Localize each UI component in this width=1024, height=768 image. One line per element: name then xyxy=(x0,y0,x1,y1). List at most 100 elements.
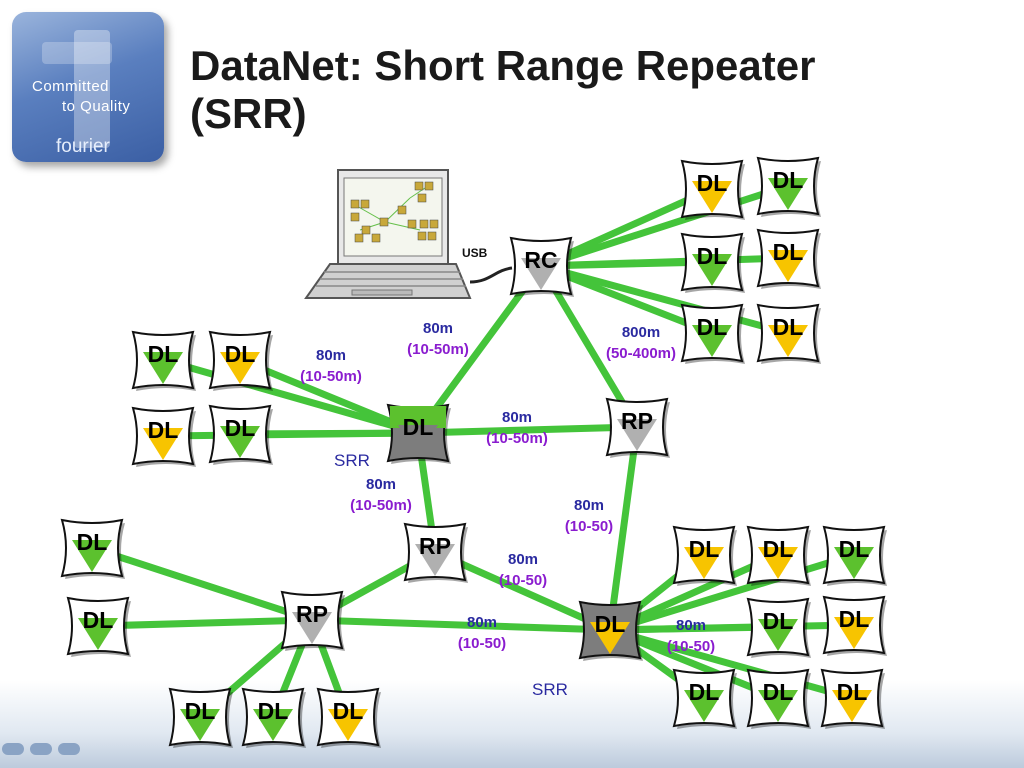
node-rp_right[interactable]: RP xyxy=(605,397,670,458)
title-line-1: DataNet: Short Range Repeater xyxy=(190,42,816,89)
range-text: (10-50) xyxy=(499,572,547,589)
node-dl_bb3[interactable]: DL xyxy=(316,687,381,748)
distance-text: 80m xyxy=(366,476,396,493)
node-triangle xyxy=(521,258,561,290)
node-triangle xyxy=(78,618,118,650)
node-label: DL xyxy=(225,415,256,441)
node-label: DL xyxy=(763,536,794,562)
node-dl_br1a[interactable]: DL xyxy=(672,525,737,586)
node-dl_r2a[interactable]: DL xyxy=(680,232,745,293)
range-label-lbl_hub_rp: 80m (10-50m) xyxy=(486,409,548,447)
node-triangle xyxy=(768,178,808,210)
distance-text: 80m xyxy=(502,409,532,426)
node-triangle xyxy=(328,709,368,741)
node-dl_br1c[interactable]: DL xyxy=(822,525,887,586)
node-band xyxy=(390,406,446,428)
node-label: DL xyxy=(225,341,256,367)
company-logo: Committed to Quality fourier xyxy=(12,12,164,162)
link-dl_hub1-dl_l2b xyxy=(236,429,422,438)
srr-label-srr1: SRR xyxy=(334,451,370,470)
title-line-2: (SRR) xyxy=(190,90,307,137)
range-label-lbl_rc_rp: 800m(50-400m) xyxy=(606,324,676,362)
range-text: (50-400m) xyxy=(606,345,676,362)
node-dl_l2a[interactable]: DL xyxy=(131,406,196,467)
node-label: DL xyxy=(148,341,179,367)
link-dl_hub1-rp_right xyxy=(414,423,641,437)
usb-cable xyxy=(469,266,513,284)
node-label: DL xyxy=(148,417,179,443)
node-dl_br3a[interactable]: DL xyxy=(672,668,737,729)
link-rp_left-dl_hub2 xyxy=(308,616,614,634)
node-triangle xyxy=(220,426,260,458)
node-label: RP xyxy=(296,601,328,627)
range-label-lbl_rc_hub: 80m(10-50m) xyxy=(407,320,469,358)
node-label: DL xyxy=(763,679,794,705)
range-label-lbl_rpmid_hub2: 80m(10-50) xyxy=(499,551,547,589)
node-label: DL xyxy=(258,698,289,724)
node-triangle xyxy=(768,250,808,282)
node-dl_l1a[interactable]: DL xyxy=(131,330,196,391)
node-triangle xyxy=(398,425,438,457)
node-label: DL xyxy=(77,529,108,555)
node-rp_mid[interactable]: RP xyxy=(403,522,468,583)
node-triangle xyxy=(617,419,657,451)
node-dl_bb2[interactable]: DL xyxy=(241,687,306,748)
link-rc-dl_r1b xyxy=(537,182,792,270)
node-dl_br2a[interactable]: DL xyxy=(746,597,811,658)
node-dl_r3a[interactable]: DL xyxy=(680,303,745,364)
range-label-lbl_rp_hub2: 80m(10-50) xyxy=(565,497,613,535)
node-dl_l2b[interactable]: DL xyxy=(208,404,273,465)
node-triangle xyxy=(684,690,724,722)
node-dl_br2b[interactable]: DL xyxy=(822,595,887,656)
node-label: DL xyxy=(773,314,804,340)
node-dl_br1b[interactable]: DL xyxy=(746,525,811,586)
node-dl_r2b[interactable]: DL xyxy=(756,228,821,289)
node-dl_hub2[interactable]: DL xyxy=(578,600,643,661)
node-triangle xyxy=(292,612,332,644)
node-label: DL xyxy=(595,611,626,637)
range-label-lbl_left_dls: 80m(10-50m) xyxy=(300,347,362,385)
link-dl_hub1-dl_l1a xyxy=(159,356,422,437)
laptop-icon xyxy=(304,169,472,299)
node-rc[interactable]: RC xyxy=(509,236,574,297)
node-label: DL xyxy=(333,698,364,724)
srr-label-srr2: SRR xyxy=(532,680,568,699)
link-rc-dl_hub1 xyxy=(414,262,545,437)
logo-f-stem xyxy=(74,30,110,148)
node-dl_r1a[interactable]: DL xyxy=(680,159,745,220)
range-text: (10-50m) xyxy=(486,430,548,447)
range-text: (10-50m) xyxy=(350,497,412,514)
node-label: DL xyxy=(839,536,870,562)
node-dl_hub1[interactable]: DL xyxy=(386,403,451,464)
node-label: DL xyxy=(83,607,114,633)
node-label: RP xyxy=(621,408,653,434)
labels-layer: 80m(10-50m)800m(50-400m)80m(10-50m)80m(1… xyxy=(300,320,715,699)
node-label: DL xyxy=(689,536,720,562)
node-label: DL xyxy=(697,243,728,269)
node-dl_r1b[interactable]: DL xyxy=(756,156,821,217)
node-dl_br3b[interactable]: DL xyxy=(746,668,811,729)
node-dl_l1b[interactable]: DL xyxy=(208,330,273,391)
node-rp_left[interactable]: RP xyxy=(280,590,345,651)
range-label-lbl_hub2_dls: 80m(10-50) xyxy=(667,617,715,655)
footer-dots xyxy=(2,742,86,760)
node-label: DL xyxy=(689,679,720,705)
node-dl_bl2[interactable]: DL xyxy=(66,596,131,657)
node-triangle xyxy=(758,547,798,579)
link-rc-dl_r3b xyxy=(537,262,792,337)
range-label-lbl_rpleft_hub2: 80m(10-50) xyxy=(458,614,506,652)
node-dl_bl1[interactable]: DL xyxy=(60,518,125,579)
logo-brand: fourier xyxy=(56,136,110,157)
node-triangle xyxy=(768,325,808,357)
range-text: (10-50) xyxy=(565,518,613,535)
node-dl_r3b[interactable]: DL xyxy=(756,303,821,364)
node-dl_bb1[interactable]: DL xyxy=(168,687,233,748)
distance-text: 80m xyxy=(423,320,453,337)
node-dl_br3c[interactable]: DL xyxy=(820,668,885,729)
node-triangle xyxy=(253,709,293,741)
node-triangle xyxy=(684,547,724,579)
link-rc-dl_r2b xyxy=(537,254,792,270)
node-label: RP xyxy=(419,533,451,559)
node-triangle xyxy=(692,254,732,286)
